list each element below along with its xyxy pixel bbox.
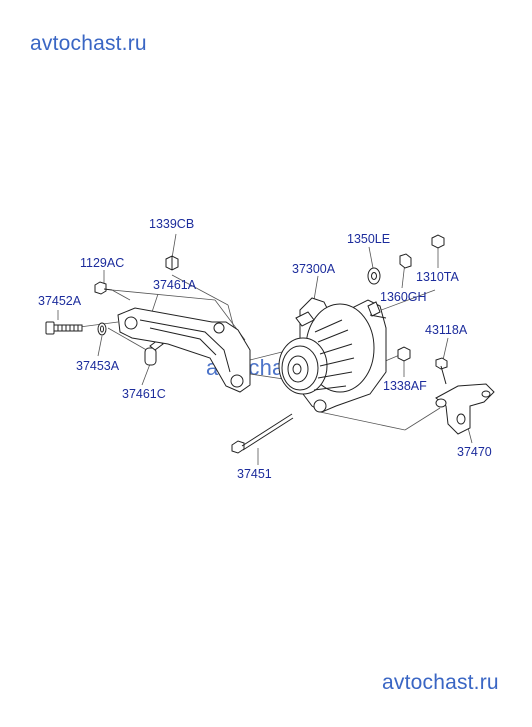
label-1339CB[interactable]: 1339CB: [149, 217, 195, 231]
label-37451[interactable]: 37451: [237, 467, 272, 481]
bolt-1129AC: [94, 281, 113, 295]
nut-1360GH: [399, 253, 412, 269]
label-43118A[interactable]: 43118A: [425, 323, 468, 337]
nut-1310TA: [431, 234, 445, 249]
label-1310TA[interactable]: 1310TA: [416, 270, 459, 284]
bracket-37461A: [117, 307, 251, 393]
bolt-43118A: [435, 357, 448, 385]
label-37452A[interactable]: 37452A: [38, 294, 82, 308]
leader-lines: [57, 233, 473, 465]
washer-37453A: [97, 322, 107, 336]
bracket-37470: [435, 383, 495, 435]
nut-1350LE: [367, 267, 381, 285]
alternator-37300A: [278, 297, 387, 413]
label-37453A[interactable]: 37453A: [76, 359, 120, 373]
label-1350LE[interactable]: 1350LE: [347, 232, 391, 246]
label-37461C[interactable]: 37461C: [122, 387, 166, 401]
bushing-37461C: [144, 339, 164, 366]
label-37461A[interactable]: 37461A: [153, 278, 197, 292]
label-37470[interactable]: 37470: [457, 445, 492, 459]
nut-1338AF: [397, 346, 411, 362]
label-1338AF[interactable]: 1338AF: [383, 379, 427, 393]
label-37300A[interactable]: 37300A: [292, 262, 336, 276]
watermark-bottom: avtochast.ru: [382, 671, 499, 694]
bolt-37452A: [45, 321, 83, 335]
label-1360GH[interactable]: 1360GH: [380, 290, 427, 304]
bolt-37451: [231, 413, 294, 454]
nut-1339CB: [165, 255, 179, 271]
label-1129AC[interactable]: 1129AC: [80, 256, 125, 270]
watermark-top: avtochast.ru: [30, 32, 147, 55]
